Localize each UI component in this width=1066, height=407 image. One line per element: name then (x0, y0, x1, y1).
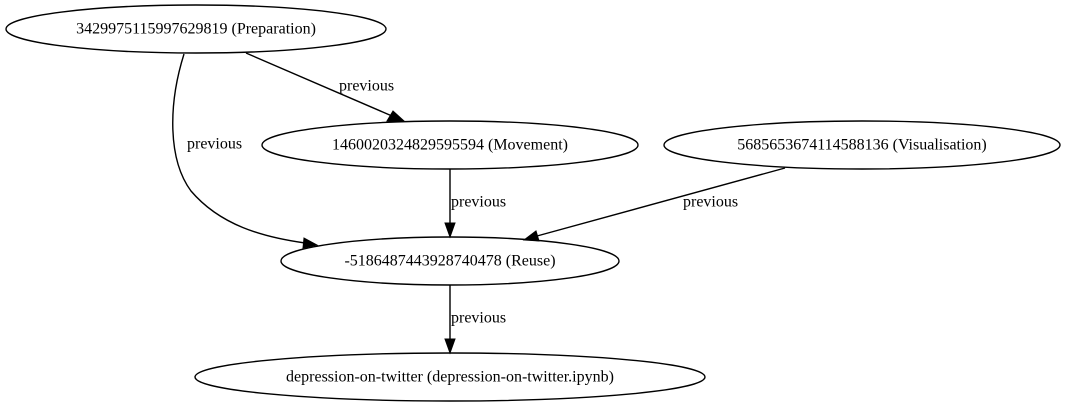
node-preparation[interactable]: 3429975115997629819 (Preparation) (5, 4, 387, 54)
edge-visualisation-to-reuse-arrowhead (522, 230, 540, 242)
node-visualisation-shape (663, 120, 1061, 170)
edge-movement-to-reuse-arrowhead (444, 222, 456, 239)
edge-visualisation-to-reuse: previous (522, 167, 786, 242)
node-notebook-label: depression-on-twitter (depression-on-twi… (286, 369, 614, 386)
node-preparation-label: 3429975115997629819 (Preparation) (76, 21, 316, 38)
node-visualisation-label: 5685653674114588136 (Visualisation) (737, 137, 987, 154)
node-preparation-shape (5, 4, 387, 54)
edge-reuse-to-notebook: previous (444, 285, 506, 355)
edge-preparation-to-reuse: previous (172, 53, 319, 249)
edge-visualisation-to-reuse-label: previous (683, 194, 738, 211)
edge-preparation-to-movement: previous (245, 52, 406, 122)
edge-preparation-to-reuse-label: previous (187, 136, 242, 153)
node-reuse-label: -5186487443928740478 (Reuse) (344, 253, 555, 270)
edge-preparation-to-movement-line (245, 52, 393, 117)
edge-preparation-to-reuse-line (172, 53, 306, 244)
node-movement[interactable]: 1460020324829595594 (Movement) (261, 120, 639, 170)
node-reuse[interactable]: -5186487443928740478 (Reuse) (280, 236, 620, 286)
node-movement-label: 1460020324829595594 (Movement) (332, 137, 568, 154)
edge-reuse-to-notebook-label: previous (451, 310, 506, 327)
edge-preparation-to-reuse-arrowhead (302, 237, 319, 249)
node-visualisation[interactable]: 5685653674114588136 (Visualisation) (663, 120, 1061, 170)
edge-preparation-to-movement-arrowhead (386, 110, 406, 122)
edge-movement-to-reuse-label: previous (451, 194, 506, 211)
edge-visualisation-to-reuse-line (536, 167, 786, 237)
edge-movement-to-reuse: previous (444, 169, 506, 239)
edge-reuse-to-notebook-arrowhead (444, 338, 456, 355)
node-notebook[interactable]: depression-on-twitter (depression-on-twi… (194, 352, 706, 402)
edge-preparation-to-movement-label: previous (339, 78, 394, 95)
